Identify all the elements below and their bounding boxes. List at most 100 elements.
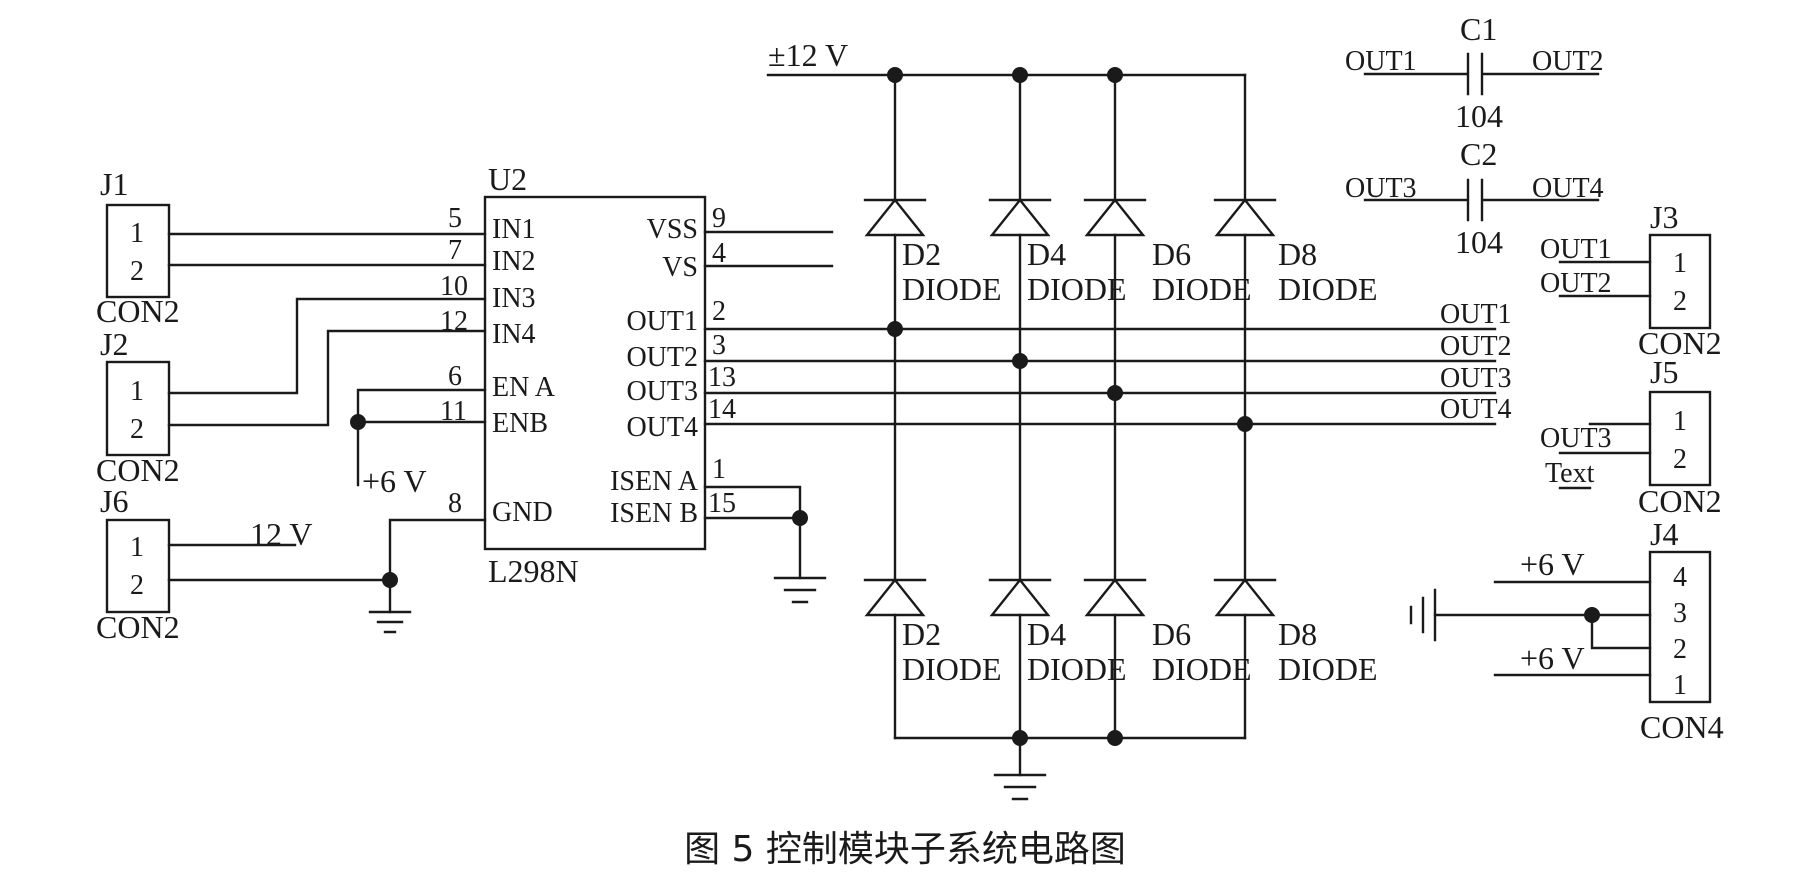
j6-ref: J6 bbox=[100, 483, 128, 519]
j2-pin1: 1 bbox=[130, 376, 144, 407]
pin-number-3: 3 bbox=[712, 330, 726, 361]
ground-symbol-j4 bbox=[1409, 588, 1437, 642]
junction-j4 bbox=[1584, 607, 1600, 623]
j3-body bbox=[1648, 233, 1712, 330]
wire-in4 bbox=[167, 329, 487, 427]
j5-pin1: 1 bbox=[1673, 406, 1687, 437]
c1-right-net: OUT2 bbox=[1532, 46, 1604, 77]
pin-label-in2: IN2 bbox=[492, 246, 536, 277]
ic-u2: U2 L298N IN1 IN2 IN3 IN4 EN A ENB GND VS… bbox=[440, 161, 736, 589]
enable-supply-label: +6 V bbox=[362, 463, 427, 499]
ground-symbol-left bbox=[368, 610, 412, 634]
u2-ref: U2 bbox=[488, 161, 527, 197]
diode-d2-upper-type: DIODE bbox=[902, 271, 1002, 307]
j4-type: CON4 bbox=[1640, 709, 1724, 745]
pin-label-out4: OUT4 bbox=[626, 412, 698, 443]
pin-number-15: 15 bbox=[708, 488, 736, 519]
j4-pin2: 2 bbox=[1673, 634, 1687, 665]
pin-label-gnd: GND bbox=[492, 497, 553, 528]
j2-ref: J2 bbox=[100, 326, 128, 362]
ground-symbol-isen bbox=[773, 576, 827, 604]
j5-net-out3: OUT3 bbox=[1540, 423, 1612, 454]
net-label-out1: OUT1 bbox=[1440, 299, 1512, 330]
input-wiring: +6 V 12 V bbox=[167, 232, 487, 634]
diode-d4-upper-type: DIODE bbox=[1027, 271, 1127, 307]
connector-j6: J6 1 2 CON2 bbox=[96, 483, 180, 645]
j6-pin2: 2 bbox=[130, 570, 144, 601]
pin-number-4: 4 bbox=[712, 238, 726, 269]
pin-label-vs: VS bbox=[662, 252, 698, 283]
j4-body bbox=[1648, 550, 1712, 704]
junction-isen bbox=[792, 510, 808, 526]
j4-pin4: 4 bbox=[1673, 562, 1687, 593]
j4-pin3: 3 bbox=[1673, 598, 1687, 629]
connector-j3: J3 1 2 CON2 OUT1 OUT2 bbox=[1540, 199, 1722, 361]
diode-d2-upper-ref: D2 bbox=[902, 236, 941, 272]
j5-wires bbox=[1558, 422, 1652, 490]
j1-pin1: 1 bbox=[130, 218, 144, 249]
j4-supply-upper: +6 V bbox=[1520, 546, 1585, 582]
diode-d2-upper-symbol bbox=[863, 198, 927, 237]
wire-isena bbox=[703, 485, 802, 520]
c2-ref: C2 bbox=[1460, 136, 1497, 172]
j4-ref: J4 bbox=[1650, 516, 1678, 552]
lower-diodes: D2 DIODE D4 DIODE D6 DIODE D8 DIODE bbox=[863, 327, 1378, 801]
j6-body bbox=[105, 518, 171, 614]
pin-number-8: 8 bbox=[448, 488, 462, 519]
pin-number-6: 6 bbox=[448, 361, 462, 392]
net-label-out4: OUT4 bbox=[1440, 394, 1512, 425]
diode-d4-lower-type: DIODE bbox=[1027, 651, 1127, 687]
capacitor-c2: C2 OUT3 OUT4 104 bbox=[1345, 136, 1604, 260]
j5-pin2: 2 bbox=[1673, 444, 1687, 475]
wire-isenb bbox=[703, 516, 802, 580]
j6-pin1: 1 bbox=[130, 532, 144, 563]
j5-net-text: Text bbox=[1545, 458, 1595, 489]
j3-ref: J3 bbox=[1650, 199, 1678, 235]
j3-wires bbox=[1558, 260, 1652, 298]
pin-label-ena: EN A bbox=[492, 372, 556, 403]
pin-label-out2: OUT2 bbox=[626, 342, 698, 373]
diode-d6-upper-type: DIODE bbox=[1152, 271, 1252, 307]
j6-supply-label: 12 V bbox=[250, 516, 313, 552]
pin-label-out1: OUT1 bbox=[626, 306, 698, 337]
diode-d6-lower-ref: D6 bbox=[1152, 616, 1191, 652]
supply-label: ±12 V bbox=[768, 37, 848, 73]
c1-symbol bbox=[1363, 52, 1600, 96]
pin-number-9: 9 bbox=[712, 203, 726, 234]
c2-symbol bbox=[1363, 178, 1600, 222]
j2-type: CON2 bbox=[96, 452, 180, 488]
diode-d6-upper-ref: D6 bbox=[1152, 236, 1191, 272]
upper-diodes: D2 DIODE D4 DIODE D6 DIODE D8 DIODE bbox=[863, 73, 1378, 432]
j2-pin2: 2 bbox=[130, 414, 144, 445]
junction-enable bbox=[350, 414, 366, 430]
pin-label-enb: ENB bbox=[492, 408, 548, 439]
connector-j5: J5 1 2 CON2 OUT3 Text bbox=[1540, 354, 1722, 519]
wire-gnd bbox=[167, 518, 487, 582]
diode-d2-lower-type: DIODE bbox=[902, 651, 1002, 687]
wire-in3 bbox=[167, 297, 487, 395]
j5-type: CON2 bbox=[1638, 483, 1722, 519]
junction-ground-rail-2 bbox=[1107, 730, 1123, 746]
diode-d8-upper-type: DIODE bbox=[1278, 271, 1378, 307]
pin-number-5: 5 bbox=[448, 203, 462, 234]
pin-label-in3: IN3 bbox=[492, 283, 536, 314]
diode-d6-lower-symbol bbox=[1083, 578, 1147, 617]
supply-rail: ±12 V bbox=[766, 37, 1247, 83]
pin-number-1: 1 bbox=[712, 454, 726, 485]
j3-type: CON2 bbox=[1638, 325, 1722, 361]
connector-j2: J2 1 2 CON2 bbox=[96, 326, 180, 488]
pin-number-2: 2 bbox=[712, 296, 726, 327]
net-label-out2: OUT2 bbox=[1440, 331, 1512, 362]
diode-d4-lower-symbol bbox=[988, 578, 1052, 617]
diode-d8-upper-symbol bbox=[1213, 198, 1277, 237]
c1-value: 104 bbox=[1455, 98, 1503, 134]
ground-symbol-diodes bbox=[993, 773, 1047, 801]
diode-d8-lower-ref: D8 bbox=[1278, 616, 1317, 652]
c2-value: 104 bbox=[1455, 224, 1503, 260]
j2-body bbox=[105, 360, 171, 457]
pin-number-13: 13 bbox=[708, 362, 736, 393]
j5-body bbox=[1648, 390, 1712, 487]
pin-label-vss: VSS bbox=[647, 214, 698, 245]
figure-caption: 图 5 控制模块子系统电路图 bbox=[684, 829, 1126, 870]
